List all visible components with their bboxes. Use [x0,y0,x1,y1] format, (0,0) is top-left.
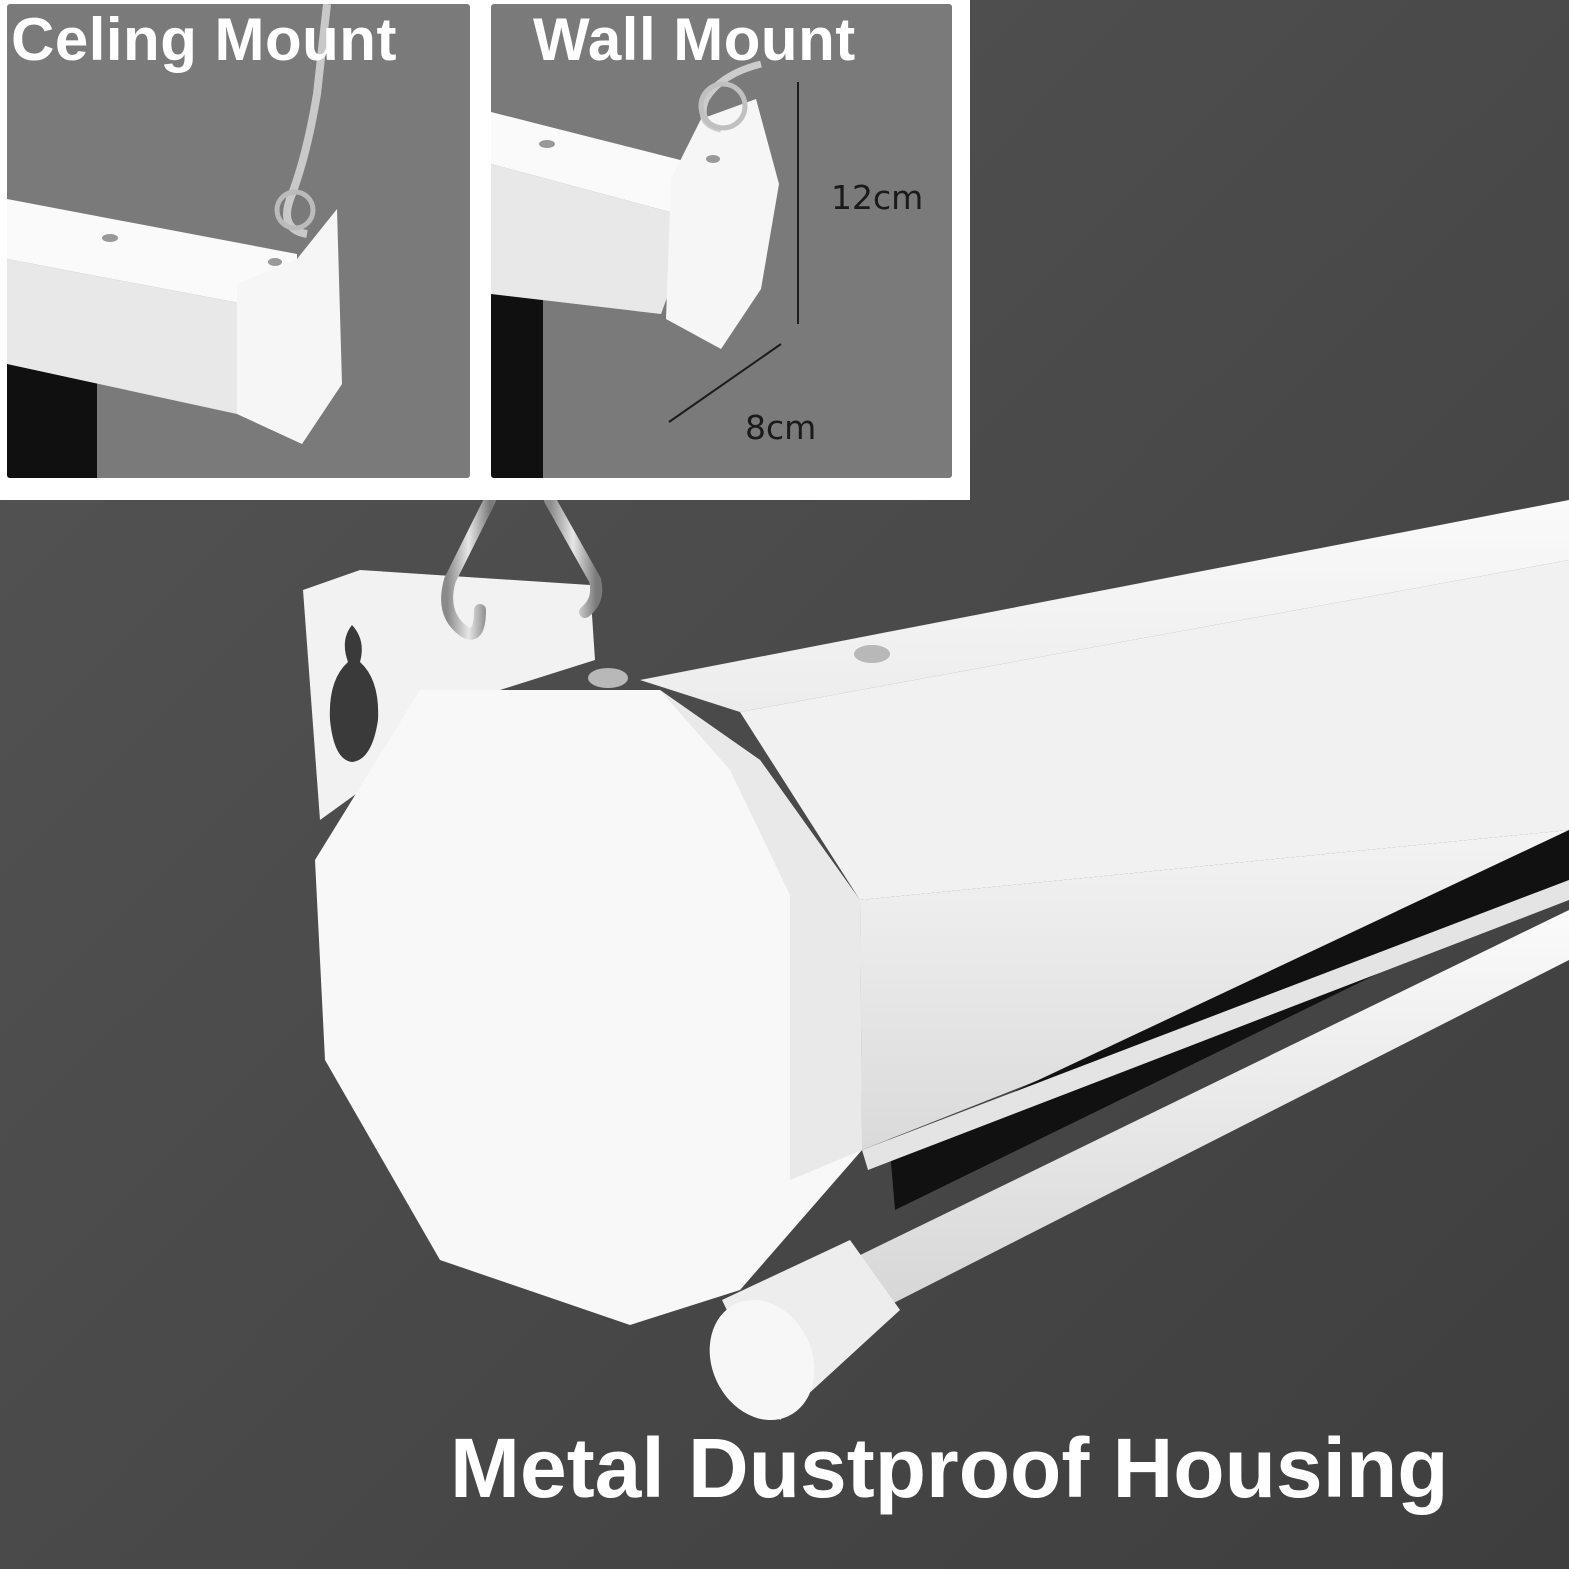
wall-mount-inset: Wall Mount 12cm 8cm [491,4,952,478]
wall-mount-title: Wall Mount [533,6,856,73]
depth-dimension-label: 8cm [745,408,817,447]
ceiling-mount-inset: Celing Mount [7,4,470,478]
bottom-bar-end-cap [709,1240,900,1421]
depth-dimension-line [668,343,782,423]
hook [441,494,496,640]
housing-lower-face [860,830,1569,1150]
screw [854,645,890,663]
product-caption: Metal Dustproof Housing [450,1421,1449,1515]
height-dimension-label: 12cm [831,178,924,217]
screw [588,668,628,688]
end-cap [315,690,862,1325]
ceiling-mount-title: Celing Mount [11,6,397,73]
housing-side-face [740,560,1569,900]
ceiling-mount-illustration [7,4,470,478]
bottom-bar [850,910,1569,1310]
keyhole-slot [329,625,379,762]
wall-mount-illustration [491,4,952,478]
